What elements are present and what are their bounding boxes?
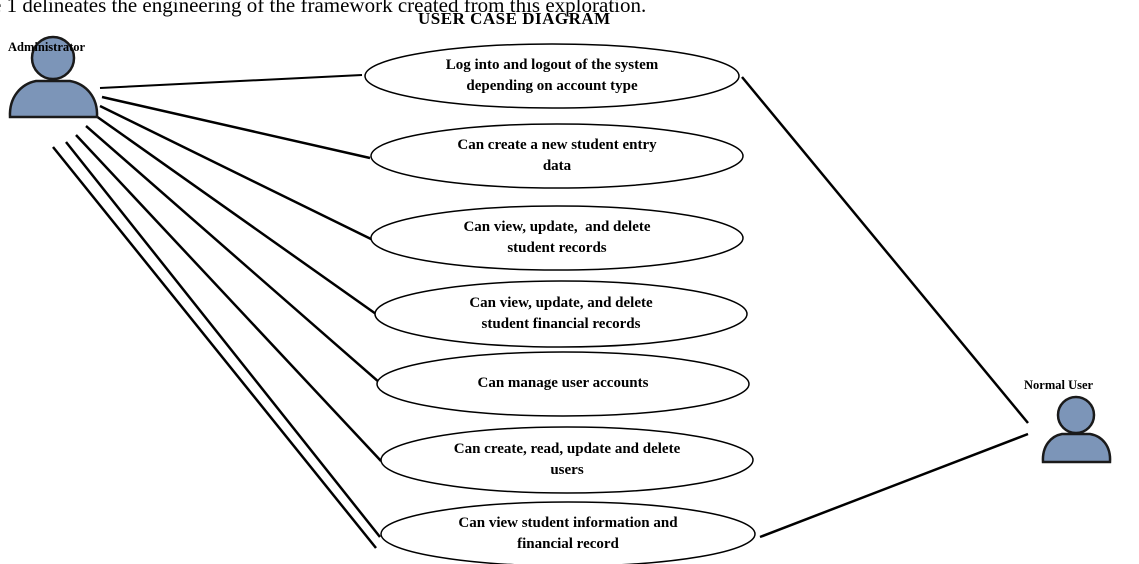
use-case-ellipse-1 [364,43,740,109]
use-case-7-line-2: financial record [517,536,619,552]
association-user-uc1 [741,76,1029,424]
use-case-label-7: Can view student information and financi… [383,513,753,555]
administrator-user-icon [8,35,99,119]
use-case-5-line-1: Can manage user accounts [477,375,649,391]
use-case-ellipse-2 [370,123,744,189]
use-case-4-line-2: student financial records [481,316,641,332]
use-case-ellipse-4 [374,280,748,348]
use-case-1-line-1: Log into and logout of the system [445,57,659,73]
normal-user-label: Normal User [1024,378,1094,392]
use-case-ellipse-6 [380,426,754,494]
use-case-7-line-1: Can view student information and [458,515,678,531]
association-admin-uc5 [85,125,381,384]
administrator-label: Administrator [8,40,86,54]
use-case-label-1: Log into and logout of the system depend… [367,55,737,97]
page-caption-fragment: e 1 delineates the engineering of the fr… [0,0,647,17]
association-admin-uc7a [65,141,381,538]
association-admin-uc1 [99,74,363,89]
use-case-ellipse-5 [376,351,750,417]
use-case-2-line-2: data [542,158,572,174]
use-case-2-line-1: Can create a new student entry [457,137,657,153]
use-case-3-line-2: student records [507,240,607,256]
diagram-title: USER CASE DIAGRAM [418,9,611,28]
use-case-ellipse-3 [370,205,744,271]
association-admin-uc4 [95,114,377,316]
use-case-1-line-2: depending on account type [466,78,638,94]
use-case-6-line-1: Can create, read, update and delete [453,441,681,457]
use-case-label-3: Can view, update, and delete student rec… [372,217,742,259]
use-case-label-6: Can create, read, update and delete user… [382,439,752,481]
use-case-3-line-1: Can view, update, and delete [463,219,651,235]
association-admin-uc6 [75,134,382,462]
use-case-6-line-2: users [550,462,584,478]
association-admin-uc2 [101,95,371,160]
use-case-4-line-1: Can view, update, and delete [469,295,653,311]
use-case-label-2: Can create a new student entry data [372,135,742,177]
association-admin-uc7b [52,146,377,549]
use-case-label-5: Can manage user accounts [378,373,748,394]
association-user-uc7 [759,432,1029,539]
use-case-label-4: Can view, update, and delete student fin… [376,293,746,335]
normal-user-icon [1041,395,1112,464]
association-admin-uc3 [99,104,374,242]
use-case-ellipse-7 [380,501,756,564]
